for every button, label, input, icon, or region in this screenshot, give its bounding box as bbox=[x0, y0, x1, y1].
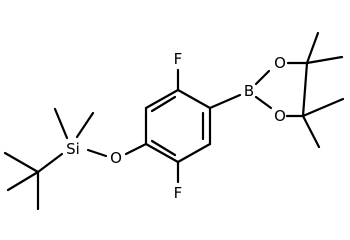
bond-tbutyl-methyl-1 bbox=[3, 151, 40, 174]
atom-label-fluorine-bottom: F bbox=[174, 184, 183, 202]
atom-label-oxygen-boronate-upper: O bbox=[274, 54, 286, 72]
bond-methyl-lower-2 bbox=[301, 114, 321, 149]
atom-label-silicon: Si bbox=[66, 140, 80, 158]
bond-ring-double-2 bbox=[150, 139, 177, 157]
bond-ring-c1-c2 bbox=[176, 88, 212, 110]
bond-ring-c3-c4 bbox=[176, 142, 212, 164]
bond-o-si bbox=[86, 148, 108, 158]
molecule-drawing: F F B O O O Si bbox=[3, 31, 345, 211]
bond-c-c-pinacol bbox=[301, 61, 309, 118]
bond-methyl-lower-1 bbox=[301, 97, 345, 118]
bond-ring-double-3 bbox=[150, 95, 177, 113]
dioxaborolane-ring bbox=[254, 61, 309, 118]
bond-tbutyl-methyl-3 bbox=[6, 170, 40, 192]
atom-label-boron: B bbox=[244, 82, 254, 100]
atom-label-oxygen-ether: O bbox=[110, 149, 122, 167]
bond-si-c-tbutyl bbox=[36, 152, 64, 174]
bond-ring-c4-c5 bbox=[144, 142, 180, 164]
structure-diagram: F F B O O O Si bbox=[3, 31, 345, 211]
bond-b-o-lower bbox=[254, 95, 273, 110]
bond-b-o-upper bbox=[254, 69, 271, 86]
bond-c-b bbox=[208, 93, 242, 110]
bond-c-o-ether bbox=[124, 142, 148, 156]
bond-ring-c6-c1 bbox=[144, 88, 180, 110]
atom-label-oxygen-boronate-lower: O bbox=[274, 107, 286, 125]
bond-si-methyl-right bbox=[75, 111, 95, 139]
bond-si-methyl-left bbox=[53, 107, 69, 140]
bond-methyl-upper-2 bbox=[305, 55, 344, 65]
benzene-ring bbox=[144, 88, 212, 164]
bond-methyl-upper-1 bbox=[305, 31, 320, 65]
atom-label-fluorine-top: F bbox=[174, 50, 183, 68]
